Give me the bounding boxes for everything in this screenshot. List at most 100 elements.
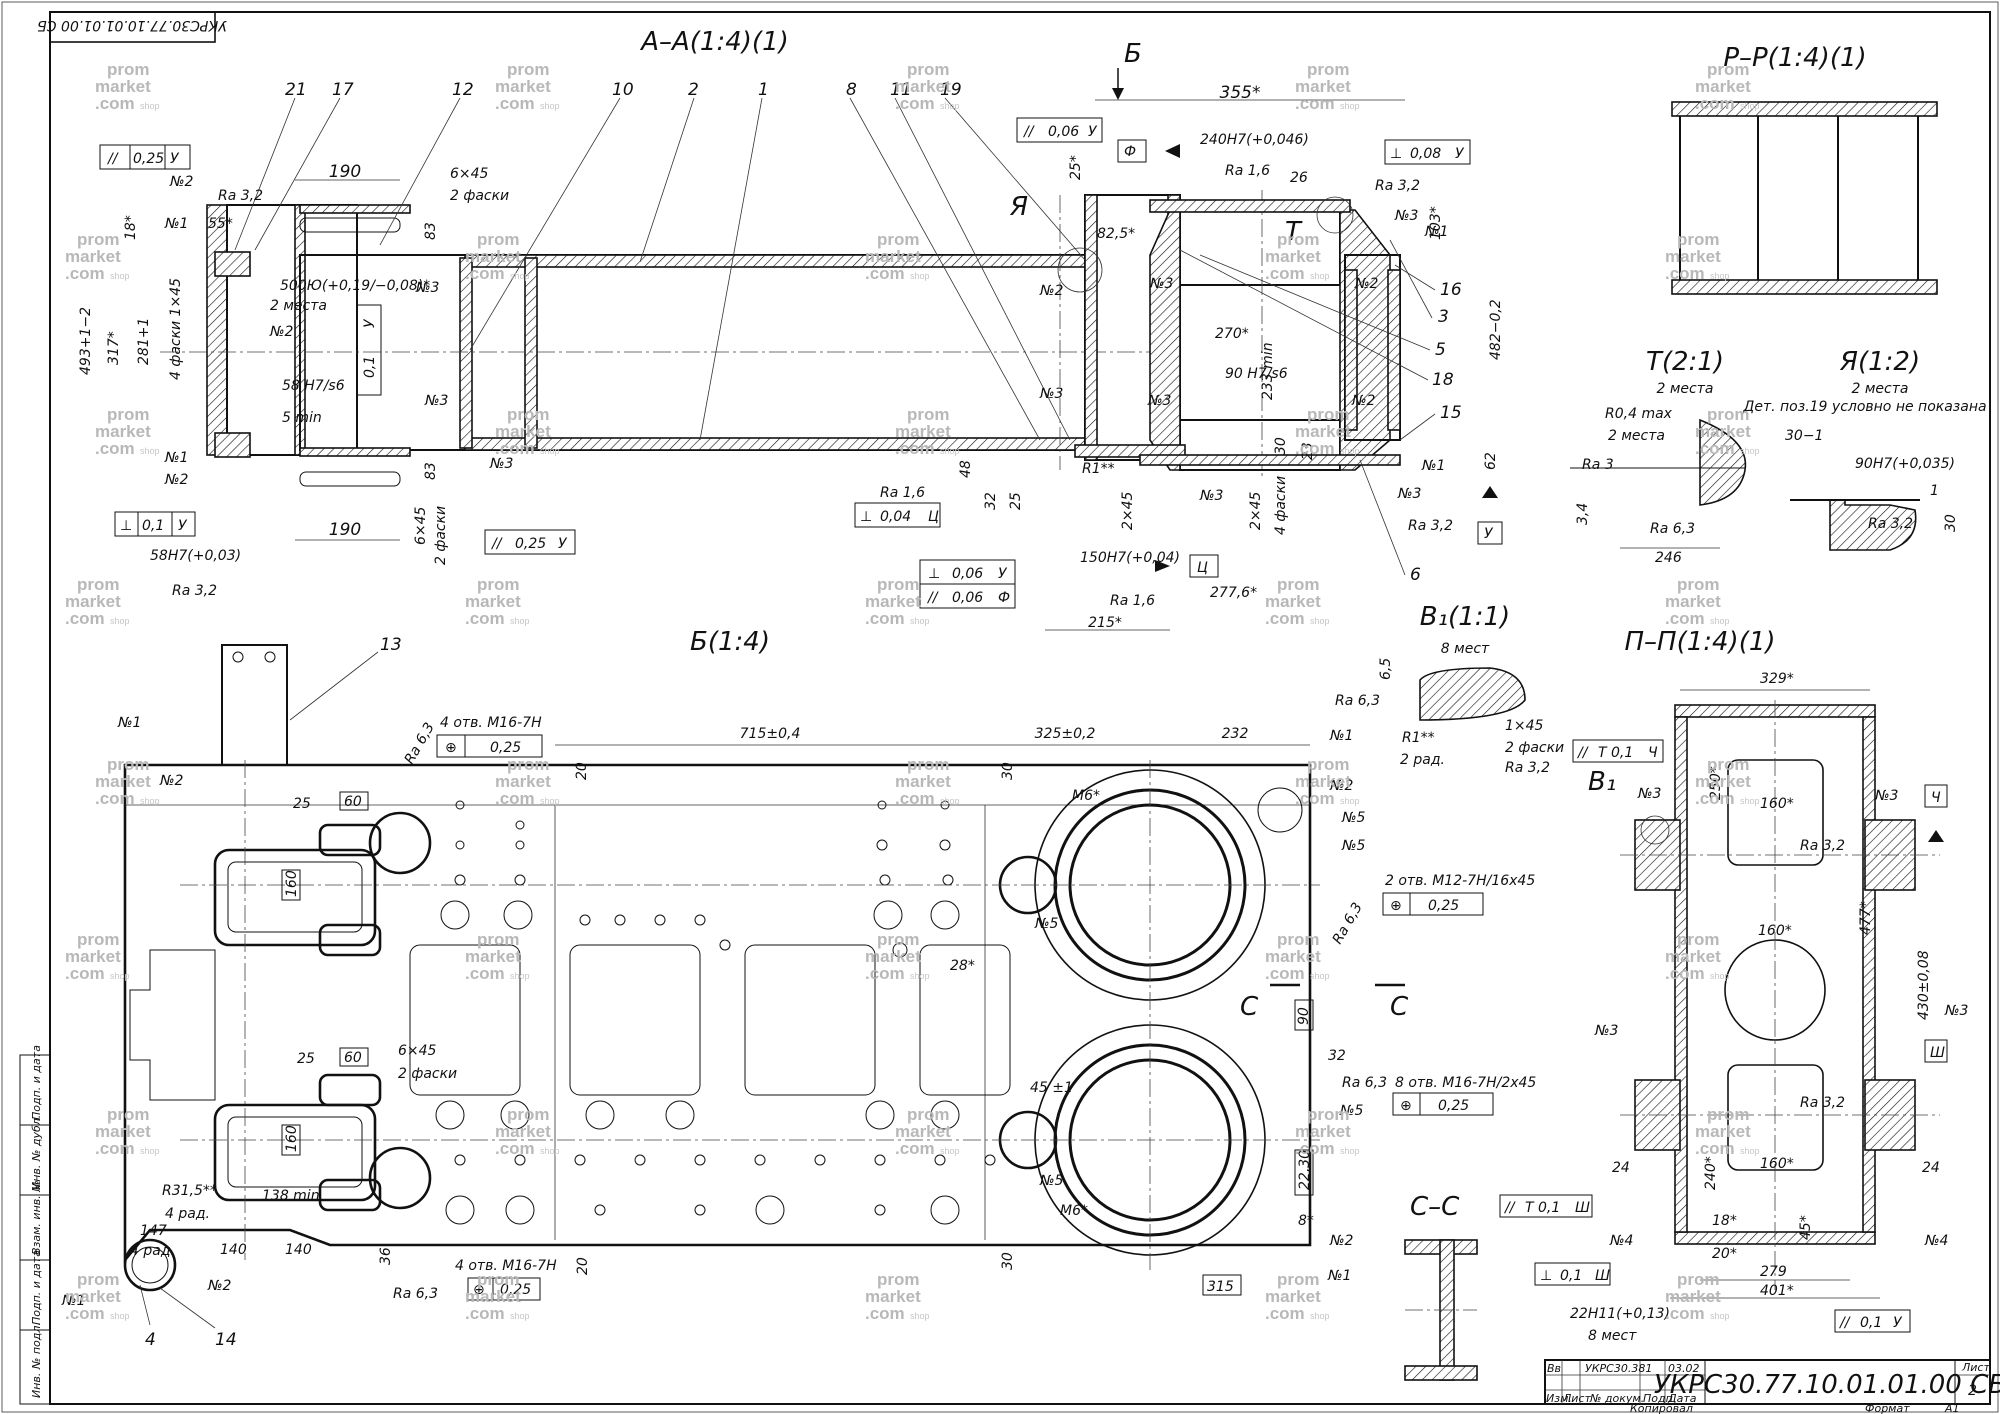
watermark-text: prom [77, 230, 120, 249]
detail-t-circle [1316, 196, 1354, 234]
svg-text:0,06: 0,06 [952, 590, 983, 606]
svg-text:2 фаски: 2 фаски [398, 1066, 457, 1082]
watermark-text: shop [1740, 796, 1760, 806]
svg-text:Ra 6,3: Ra 6,3 [1342, 1075, 1387, 1091]
view-pp-title: П–П(1:4)(1) [1624, 627, 1775, 657]
watermark-text: market [495, 77, 551, 96]
watermark-text: .com [1265, 609, 1305, 628]
svg-text:⊥: ⊥ [1540, 1268, 1552, 1284]
svg-text:№3: №3 [1594, 1023, 1618, 1039]
watermark-text: .com [895, 789, 935, 808]
svg-text:С: С [1390, 992, 1409, 1022]
svg-text:0,06: 0,06 [952, 566, 983, 582]
svg-text:Подп. и дата: Подп. и дата [30, 1250, 43, 1325]
svg-text:401*: 401* [1760, 1283, 1794, 1299]
watermark-text: prom [1677, 1270, 1720, 1289]
watermark-text: .com [1695, 439, 1735, 458]
svg-text:№3: №3 [1199, 488, 1223, 504]
watermark-text: shop [510, 1311, 530, 1321]
watermark-text: shop [1340, 1146, 1360, 1156]
watermark-text: .com [1695, 1139, 1735, 1158]
watermark-text: .com [95, 789, 135, 808]
svg-text:Ra 3,2: Ra 3,2 [1800, 838, 1845, 854]
svg-text:№2: №2 [1329, 778, 1354, 794]
watermark-text: .com [95, 1139, 135, 1158]
detail-t-mark: Т [1285, 217, 1303, 247]
watermark-text: shop [1340, 446, 1360, 456]
svg-text:У: У [1088, 124, 1098, 140]
watermark-text: market [895, 1122, 951, 1141]
svg-text:У: У [998, 566, 1008, 582]
pos-6: 6 [1410, 565, 1421, 585]
watermark-text: .com [65, 964, 105, 983]
svg-text:4 рад.: 4 рад. [130, 1243, 175, 1259]
svg-text:№3: №3 [1397, 486, 1421, 502]
watermark-text: market [95, 77, 151, 96]
svg-text://: // [1576, 745, 1589, 761]
svg-text:0,25: 0,25 [515, 536, 546, 552]
pos-12: 12 [452, 80, 474, 100]
watermark-text: .com [865, 609, 905, 628]
watermark-text: prom [107, 405, 150, 424]
detail-t-title: Т(2:1) [1646, 347, 1724, 377]
svg-text:8 мест: 8 мест [1588, 1328, 1637, 1344]
svg-text:Ф: Ф [1124, 144, 1136, 160]
watermark-text: market [865, 592, 921, 611]
svg-text:Ш: Ш [1595, 1268, 1610, 1284]
watermark-text: .com [1265, 1304, 1305, 1323]
watermark-text: prom [1677, 230, 1720, 249]
watermark-text: .com [495, 1139, 535, 1158]
svg-text:6×45: 6×45 [398, 1043, 437, 1059]
watermark-text: market [465, 247, 521, 266]
pos-16: 16 [1440, 280, 1462, 300]
svg-text:Ц: Ц [1197, 560, 1208, 576]
svg-text:№ докум.: № докум. [1589, 1392, 1644, 1405]
watermark-text: prom [877, 230, 920, 249]
svg-text:60: 60 [344, 794, 362, 810]
svg-text:№2: №2 [1354, 276, 1379, 292]
svg-text:215*: 215* [1088, 615, 1122, 631]
watermark-text: prom [507, 1105, 550, 1124]
watermark-text: .com [865, 1304, 905, 1323]
weld-marks-aa: №2 №1 №2 №1 №2 №3 №3 №3 №2 №3 №3 №3 №3 №… [164, 174, 1448, 504]
position-numbers-aa: 21 17 12 10 2 1 8 11 19 16 3 5 18 15 6 [234, 80, 1462, 585]
svg-text:№5: №5 [1341, 810, 1366, 826]
watermark-text: market [1265, 1287, 1321, 1306]
svg-text:№3: №3 [1637, 786, 1661, 802]
watermark-text: market [1265, 247, 1321, 266]
svg-text:0,25: 0,25 [500, 1282, 531, 1298]
svg-text:Дет. поз.19 условно не показан: Дет. поз.19 условно не показана [1742, 399, 1986, 415]
watermark-text: .com [1665, 1304, 1705, 1323]
svg-text:150Н7(+0,04): 150Н7(+0,04) [1080, 550, 1180, 566]
svg-text:0,25: 0,25 [490, 740, 521, 756]
svg-text:№3: №3 [415, 280, 439, 296]
svg-text:УКРС30.77.10.01.01.00 СБ: УКРС30.77.10.01.01.00 СБ [37, 17, 227, 33]
watermark-text: shop [540, 1146, 560, 1156]
svg-text:30: 30 [1943, 514, 1959, 532]
watermark-text: shop [1340, 101, 1360, 111]
svg-text:20: 20 [575, 1257, 591, 1275]
detail-b1: В₁(1:1) 8 мест 6,5 Ra 6,3 R1** 2 рад. 1×… [1335, 602, 1564, 776]
svg-text:4 фаски 1×45: 4 фаски 1×45 [168, 278, 184, 380]
svg-text:60: 60 [344, 1050, 362, 1066]
svg-text:83: 83 [423, 462, 439, 480]
svg-text://: // [1022, 124, 1035, 140]
watermark-text: prom [877, 575, 920, 594]
watermark-text: shop [1740, 101, 1760, 111]
svg-text:Вв: Вв [1547, 1362, 1561, 1375]
svg-text:№3: №3 [489, 456, 513, 472]
view-b-title: Б(1:4) [690, 627, 770, 657]
svg-text:6×45: 6×45 [450, 166, 489, 182]
svg-text:Ra 3,2: Ra 3,2 [172, 583, 217, 599]
watermark-text: market [1665, 1287, 1721, 1306]
tolerance-frames-aa: // 0,25 У 0,1 У ⊥ 0,1 У // 0,06 У Ф ⊥ 0,… [99, 117, 1503, 609]
svg-text:№2: №2 [159, 773, 184, 789]
watermark-text: .com [465, 964, 505, 983]
watermark-text: prom [1677, 575, 1720, 594]
watermark-text: shop [1710, 1311, 1730, 1321]
svg-text:430±0,08: 430±0,08 [1916, 950, 1932, 1020]
watermark-text: market [865, 1287, 921, 1306]
watermark-text: .com [865, 964, 905, 983]
svg-text:№2: №2 [207, 1278, 232, 1294]
watermark-text: shop [540, 101, 560, 111]
